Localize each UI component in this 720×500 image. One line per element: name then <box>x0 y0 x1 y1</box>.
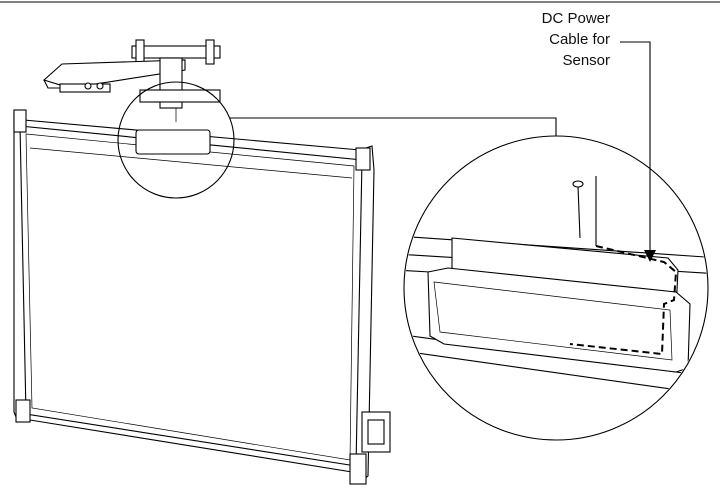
callout-leader-line <box>620 41 651 258</box>
callout-label: DC Power Cable for Sensor <box>470 8 610 71</box>
arrowhead-icon <box>644 250 656 262</box>
projector-boom-icon <box>42 39 221 122</box>
callout-line-1: DC Power <box>541 10 610 27</box>
whiteboard-illustration <box>13 109 391 485</box>
callout-line-3: Sensor <box>562 52 610 69</box>
sensor-magnify-circle <box>117 81 235 199</box>
callout-line-2: Cable for <box>549 31 610 48</box>
sensor-detail-magnifier <box>403 135 709 441</box>
